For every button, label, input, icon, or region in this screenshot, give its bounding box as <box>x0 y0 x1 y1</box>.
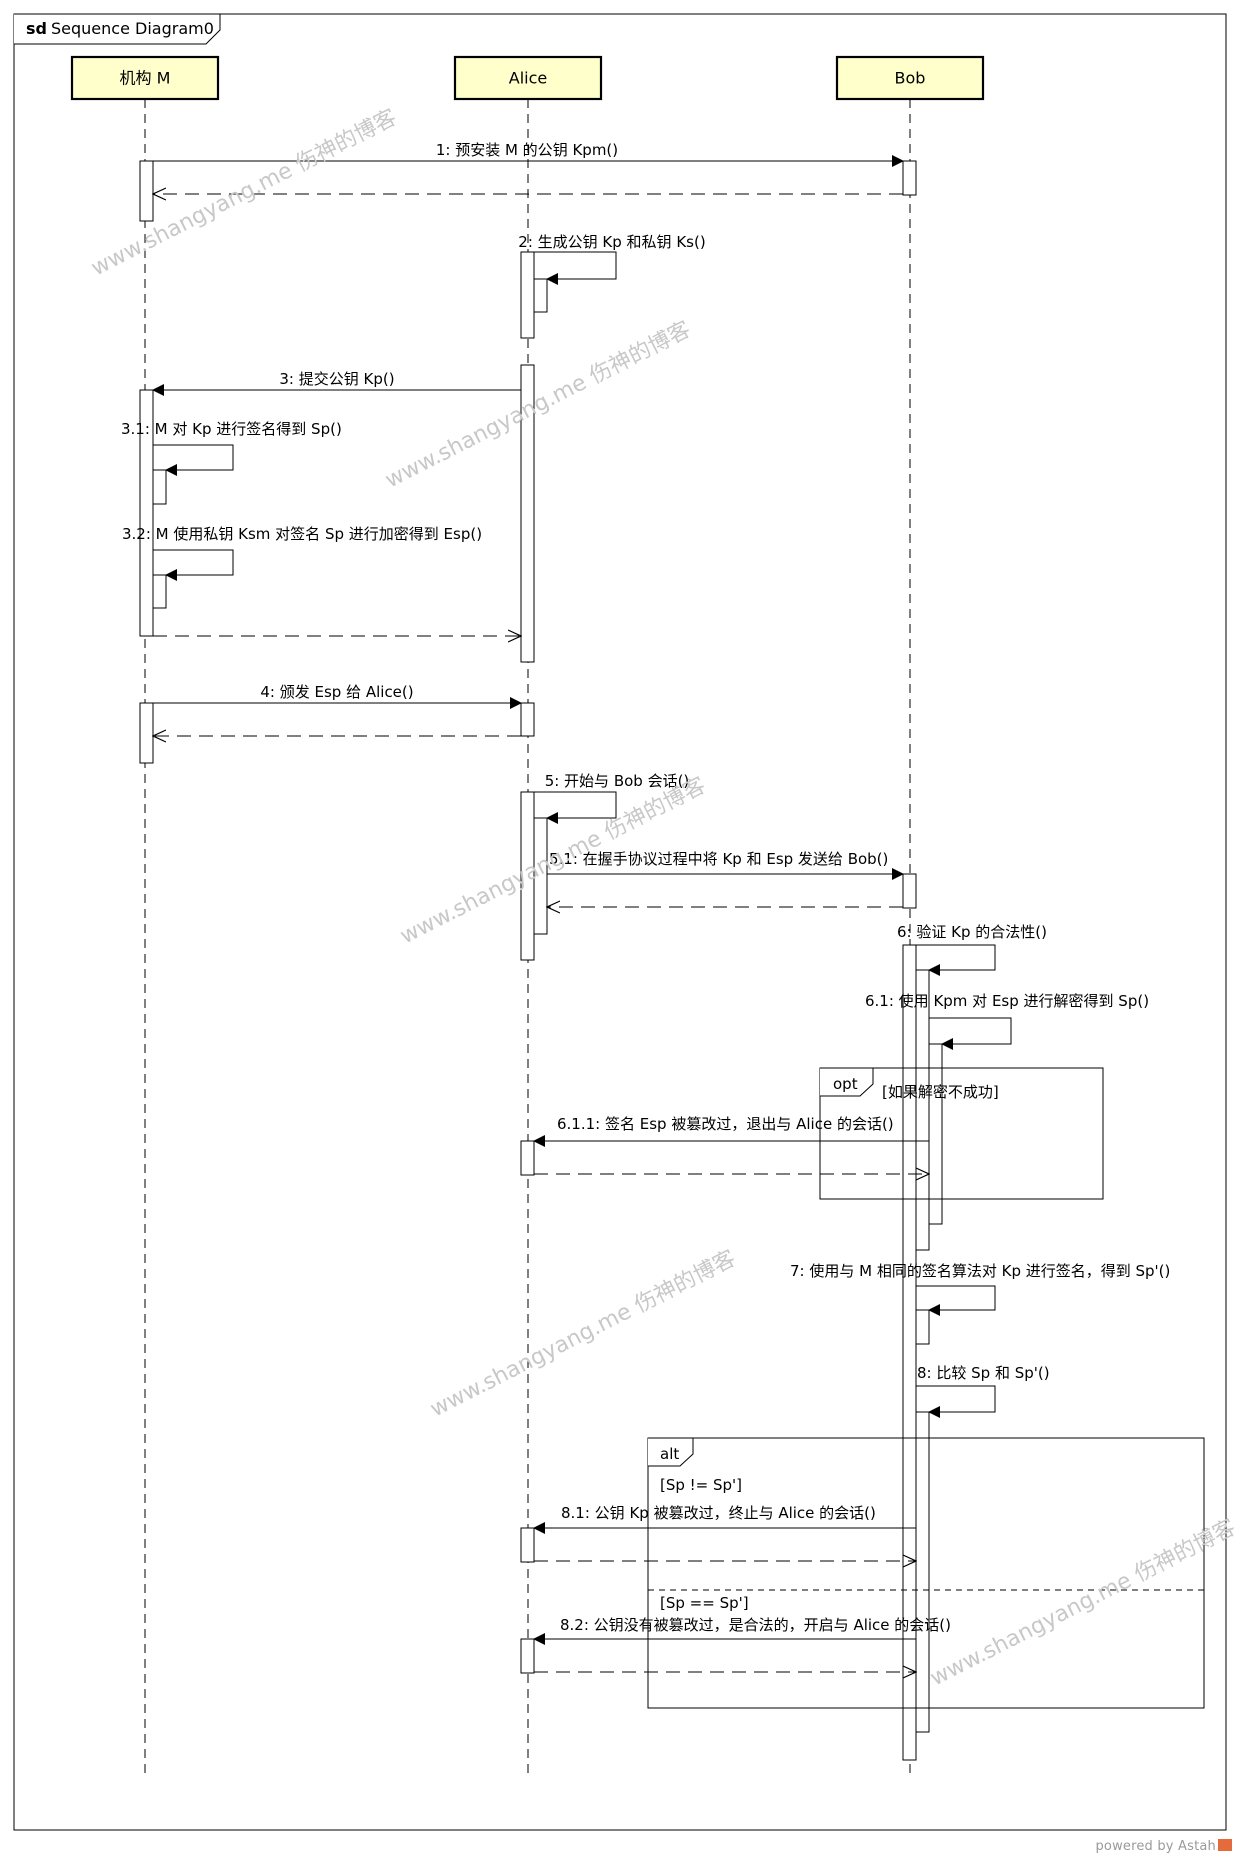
astah-logo-icon <box>1218 1839 1232 1851</box>
message-3-1-arrow <box>153 444 234 476</box>
message-4-label: 4: 颁发 Esp 给 Alice() <box>260 683 413 701</box>
message-6-1-arrow <box>929 1017 1012 1050</box>
message-3-1-label: 3.1: M 对 Kp 进行签名得到 Sp() <box>121 420 342 438</box>
activation-bar <box>152 574 167 609</box>
activation-bar <box>152 469 167 505</box>
watermark-text: www.shangyang.me 伤神的博客 <box>87 105 401 281</box>
watermark-text: www.shangyang.me 伤神的博客 <box>426 1246 740 1422</box>
lifeline-machine[interactable]: 机构 M <box>70 55 220 101</box>
activation-bar <box>520 1140 535 1176</box>
message-6-1-1-label: 6.1.1: 签名 Esp 被篡改过，退出与 Alice 的会话() <box>557 1115 894 1133</box>
activation-bar <box>902 160 917 196</box>
message-2-arrow <box>534 251 617 285</box>
watermark-text: www.shangyang.me 伤神的博客 <box>926 1515 1240 1691</box>
message-5-1-label: 5.1: 在握手协议过程中将 Kp 和 Esp 发送给 Bob() <box>549 850 888 868</box>
frame-keyword: sd <box>26 19 47 38</box>
message-7-label: 7: 使用与 M 相同的签名算法对 Kp 进行签名，得到 Sp'() <box>790 1262 1170 1280</box>
frame-title: Sequence Diagram0 <box>51 19 214 38</box>
lifeline-alice[interactable]: Alice <box>453 55 603 101</box>
fragment-alt-guard-1: [Sp != Sp'] <box>660 1476 742 1494</box>
message-8-arrow <box>916 1385 996 1418</box>
lifeline-bob[interactable]: Bob <box>835 55 985 101</box>
message-6-arrow <box>916 944 996 976</box>
activation-bar <box>533 278 548 313</box>
footer-credit: powered by Astah <box>1095 1839 1232 1854</box>
fragment-alt-guard-2: [Sp == Sp'] <box>660 1594 749 1612</box>
activation-bar <box>520 251 535 339</box>
message-arrows <box>152 155 1012 1672</box>
message-2-label: 2: 生成公钥 Kp 和私钥 Ks() <box>518 233 705 251</box>
fragment-opt-operator: opt <box>833 1075 858 1093</box>
message-7-arrow <box>916 1285 996 1316</box>
message-6-1-label: 6.1: 使用 Kpm 对 Esp 进行解密得到 Sp() <box>865 992 1149 1010</box>
fragment-alt: alt [Sp != Sp'] [Sp == Sp'] <box>647 1437 1205 1709</box>
message-labels: 1: 预安装 M 的公钥 Kpm() 2: 生成公钥 Kp 和私钥 Ks() 3: … <box>121 141 1170 1634</box>
frame-border <box>13 13 1227 1831</box>
message-5-label: 5: 开始与 Bob 会话() <box>545 772 690 790</box>
activation-bar <box>139 389 154 637</box>
message-3-label: 3: 提交公钥 Kp() <box>279 370 394 388</box>
activation-bar <box>520 1638 535 1674</box>
frame-tab <box>14 13 221 45</box>
activation-bar <box>520 1527 535 1563</box>
message-5-arrow <box>534 791 617 824</box>
activation-bar <box>902 873 917 909</box>
message-8-label: 8: 比较 Sp 和 Sp'() <box>917 1364 1050 1382</box>
fragment-opt: opt [如果解密不成功] <box>819 1067 1104 1200</box>
activation-bar <box>915 1411 930 1733</box>
lifeline-machine-label: 机构 M <box>120 69 171 88</box>
message-8-1-label: 8.1: 公钥 Kp 被篡改过，终止与 Alice 的会话() <box>561 1504 876 1522</box>
activation-bar <box>915 1309 930 1345</box>
footer-text: powered by Astah <box>1095 1839 1216 1854</box>
lifeline-bob-label: Bob <box>895 69 926 88</box>
message-3-2-arrow <box>153 549 234 581</box>
message-6-label: 6: 验证 Kp 的合法性() <box>897 923 1047 941</box>
activation-bar <box>902 944 917 1761</box>
fragment-alt-operator: alt <box>660 1445 679 1463</box>
message-3-2-label: 3.2: M 使用私钥 Ksm 对签名 Sp 进行加密得到 Esp() <box>122 525 482 543</box>
activation-bar <box>139 160 154 222</box>
lifeline-alice-label: Alice <box>509 69 547 88</box>
activation-bar <box>533 817 548 935</box>
message-1-label: 1: 预安装 M 的公钥 Kpm() <box>436 141 618 159</box>
watermark-text: www.shangyang.me 伤神的博客 <box>381 317 695 493</box>
fragment-opt-guard: [如果解密不成功] <box>882 1083 999 1101</box>
message-8-2-label: 8.2: 公钥没有被篡改过，是合法的，开启与 Alice 的会话() <box>560 1616 951 1634</box>
activation-bar <box>928 1043 943 1225</box>
activation-bar <box>139 702 154 764</box>
activation-bar <box>520 702 535 737</box>
activation-bar <box>915 969 930 1251</box>
activation-bar <box>520 364 535 663</box>
